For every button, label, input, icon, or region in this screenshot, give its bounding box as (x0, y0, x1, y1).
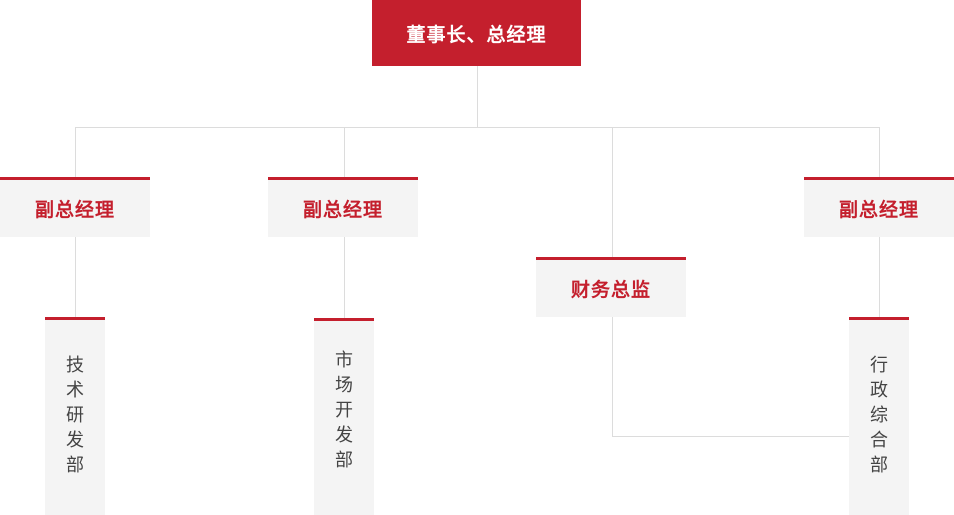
dept-box-rd: 技术研发部 (45, 317, 105, 515)
dept-label-marketing: 市场开发部 (335, 350, 353, 471)
vp-box-2: 副总经理 (268, 177, 418, 237)
dept-box-admin: 行政综合部 (849, 317, 909, 515)
vp-label-3: 副总经理 (838, 199, 919, 221)
vp-label-1: 副总经理 (34, 199, 115, 221)
dept-box-marketing: 市场开发部 (314, 318, 374, 515)
dept-label-rd: 技术研发部 (66, 355, 84, 476)
vp-label-2: 副总经理 (302, 199, 383, 221)
cfo-label: 财务总监 (570, 279, 651, 301)
chairman-gm-box: 董事长、总经理 (372, 0, 581, 66)
vp-box-3: 副总经理 (804, 177, 954, 237)
cfo-box: 财务总监 (536, 257, 686, 317)
dept-label-admin: 行政综合部 (870, 355, 888, 476)
chairman-gm-label: 董事长、总经理 (406, 23, 547, 46)
vp-box-1: 副总经理 (0, 177, 150, 237)
